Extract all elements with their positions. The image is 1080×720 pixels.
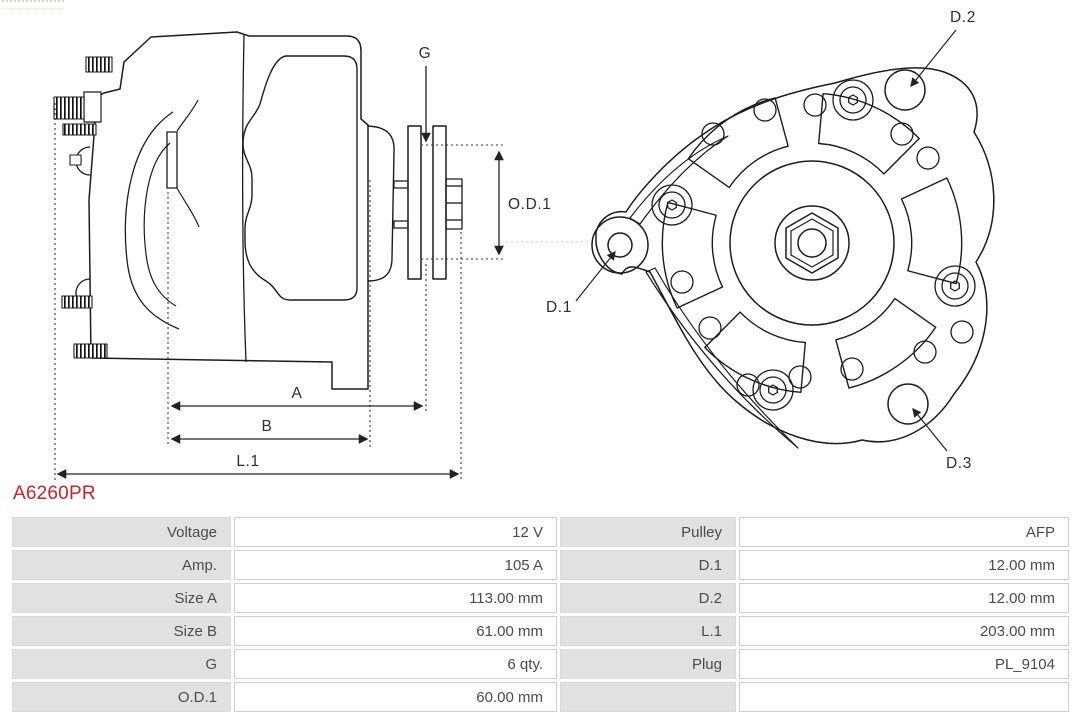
dim-label-a: A (292, 385, 303, 402)
bolt-stud (61, 295, 93, 309)
spec-value-cell: 113.00 mm (234, 583, 557, 613)
rear-flange (367, 125, 395, 282)
spec-label-cell: Size A (12, 583, 231, 613)
spec-label-cell: Voltage (12, 517, 231, 547)
hole-d1 (607, 232, 633, 258)
bolt-stud (53, 96, 85, 120)
spec-label-cell: Pulley (560, 517, 736, 547)
shaft-ribs (445, 178, 463, 230)
spec-label-cell: Amp. (12, 550, 231, 580)
spec-label-cell (560, 682, 736, 712)
spec-label-cell: Size B (12, 616, 231, 646)
dim-label-l1: L.1 (236, 453, 259, 470)
through-bolt-heads (651, 79, 976, 411)
dim-label-od1: O.D.1 (508, 196, 551, 213)
alternator-diagram-svg: G O.D.1 A B L.1 (53, 9, 995, 481)
dim-label-b: B (262, 418, 273, 435)
spec-value-cell: PL_9104 (739, 649, 1069, 679)
front-face-nub (166, 131, 178, 189)
hole-d3 (887, 383, 929, 425)
vent-holes (670, 93, 974, 397)
dimension-lines (56, 66, 504, 479)
dim-label-d2: D.2 (950, 9, 976, 26)
spec-value-cell: 60.00 mm (234, 682, 557, 712)
spec-label-cell: D.2 (560, 583, 736, 613)
pulley-disc (432, 125, 447, 280)
bolt-stud (85, 56, 113, 73)
hole-d2 (884, 69, 926, 111)
spec-label-cell: D.1 (560, 550, 736, 580)
front-view-drawing (591, 67, 995, 449)
stator-window (242, 55, 358, 301)
pulley-disc (407, 125, 422, 280)
leader-lines (575, 29, 957, 452)
dim-label-d1: D.1 (546, 299, 572, 316)
watermark-remnant (2, 0, 64, 9)
spec-value-cell: AFP (739, 517, 1069, 547)
spec-value-cell: 105 A (234, 550, 557, 580)
spec-value-cell: 6 qty. (234, 649, 557, 679)
technical-drawing: G O.D.1 A B L.1 (53, 9, 995, 481)
side-view-drawing (53, 31, 463, 390)
housing-outline (88, 31, 369, 390)
pulley-hub (729, 160, 895, 326)
dim-label-d3: D.3 (946, 455, 972, 472)
spec-value-cell: 61.00 mm (234, 616, 557, 646)
bolt-stud (62, 123, 97, 136)
part-number: A6260PR (13, 483, 96, 504)
dim-label-g: G (419, 45, 432, 62)
spec-label-cell: L.1 (560, 616, 736, 646)
spec-value-cell: 203.00 mm (739, 616, 1069, 646)
bolt-stud (73, 343, 108, 359)
spec-value-cell (739, 682, 1069, 712)
reference-lines (54, 103, 504, 481)
spec-value-cell: 12 V (234, 517, 557, 547)
spec-value-cell: 12.00 mm (739, 550, 1069, 580)
spec-label-cell: Plug (560, 649, 736, 679)
spec-label-cell: O.D.1 (12, 682, 231, 712)
shaft-center (797, 228, 827, 258)
spec-label-cell: G (12, 649, 231, 679)
spec-value-cell: 12.00 mm (739, 583, 1069, 613)
